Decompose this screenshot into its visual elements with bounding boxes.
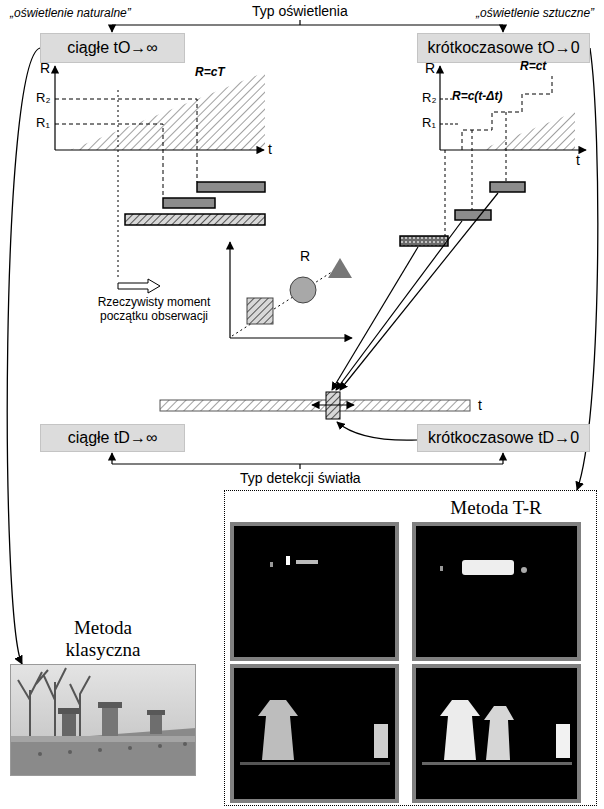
top-bracket bbox=[112, 20, 503, 32]
mode-box: krótkoczasowe tO→0 bbox=[417, 33, 590, 63]
axis-label: t bbox=[268, 141, 272, 157]
bottom-bracket bbox=[112, 453, 503, 469]
axis-tick: R₁ bbox=[36, 116, 50, 131]
heading: Metoda klasyczna bbox=[38, 617, 168, 661]
axis-tick: R₂ bbox=[422, 91, 436, 106]
annotation: Rzeczywisty moment początku obserwacji bbox=[92, 296, 216, 324]
axis-label: R bbox=[40, 60, 50, 76]
note: „oświetlenie sztuczne” bbox=[476, 7, 594, 21]
box-label: ciągłe tO→∞ bbox=[67, 39, 158, 57]
mode-box: krótkoczasowe tD→0 bbox=[417, 424, 590, 452]
box-label: ciągłe tD→∞ bbox=[68, 429, 158, 447]
box-label: krótkoczasowe tO→0 bbox=[427, 39, 579, 57]
method-panel: Metoda T-R bbox=[224, 490, 597, 806]
axis-label: t bbox=[576, 152, 580, 168]
axis-label: t bbox=[478, 397, 482, 413]
axis-label: R bbox=[300, 248, 310, 264]
box-label: krótkoczasowe tD→0 bbox=[428, 429, 579, 447]
tr-photos bbox=[232, 524, 579, 801]
photo-panel: Metoda klasyczna bbox=[10, 664, 196, 776]
mode-box: ciągłe tO→∞ bbox=[40, 33, 185, 63]
formula: R=ct bbox=[520, 60, 546, 74]
group-title: Typ oświetlenia bbox=[252, 3, 348, 19]
curved-arrow bbox=[7, 48, 40, 664]
heading: Metoda T-R bbox=[401, 497, 591, 520]
axis-label: R bbox=[425, 60, 435, 76]
classic-photo bbox=[10, 664, 196, 776]
axis-tick: R₁ bbox=[422, 116, 436, 131]
scene bbox=[230, 242, 352, 338]
formula: R=cT bbox=[195, 66, 225, 80]
left-graph bbox=[55, 66, 265, 293]
axis-tick: R₂ bbox=[36, 91, 50, 106]
formula: R=c(t-Δt) bbox=[452, 90, 502, 104]
note: „oświetlenie naturalne” bbox=[10, 7, 131, 21]
right-graph bbox=[332, 66, 586, 390]
mode-box: ciągłe tD→∞ bbox=[40, 424, 185, 452]
group-title: Typ detekcji światła bbox=[240, 470, 361, 486]
